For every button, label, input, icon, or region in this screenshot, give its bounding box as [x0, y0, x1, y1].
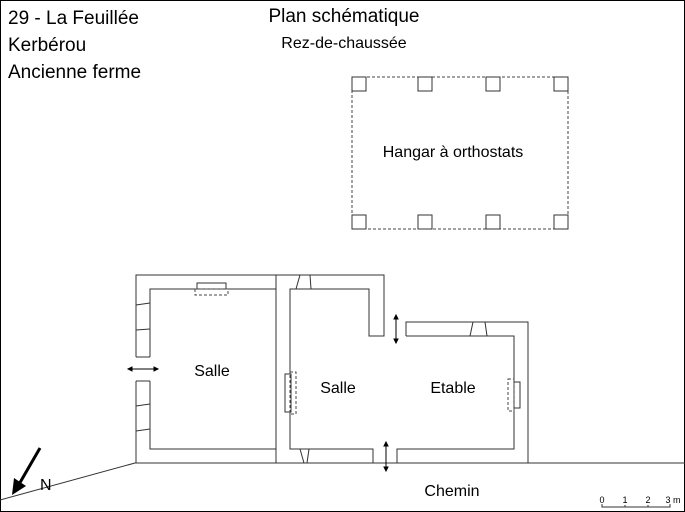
room-label-salle-left: Salle	[194, 363, 230, 380]
plan-subtitle: Rez-de-chaussée	[281, 35, 407, 52]
scale-unit: m	[673, 495, 681, 505]
left-room-walls	[135, 274, 277, 464]
room-label-salle-middle: Salle	[320, 380, 356, 397]
scale-tick-label: 0	[599, 495, 604, 505]
plan-title: Plan schématique	[268, 6, 419, 27]
road-edge	[0, 462, 685, 501]
etable-walls	[396, 321, 529, 463]
scale-tick-label: 2	[645, 495, 650, 505]
scale-tick-label: 1	[622, 495, 627, 505]
road-label: Chemin	[424, 483, 479, 500]
north-label: N	[40, 477, 52, 494]
scale-tick-label: 3	[665, 495, 670, 505]
building-type-text: Ancienne ferme	[8, 62, 141, 83]
door-arrow-left	[126, 366, 160, 372]
location-text: 29 - La Feuillée	[8, 8, 139, 29]
middle-room-walls	[276, 274, 385, 464]
door-arrow-middle	[393, 313, 399, 345]
door-arrow-bottom	[383, 440, 389, 473]
place-text: Kerbérou	[8, 35, 86, 56]
hangar-label: Hangar à orthostats	[383, 144, 524, 161]
scale-bar: 0 1 2 3 m	[599, 495, 681, 508]
room-label-etable: Etable	[430, 380, 475, 397]
north-arrow-icon: N	[12, 447, 52, 495]
hangar: Hangar à orthostats	[351, 76, 569, 230]
